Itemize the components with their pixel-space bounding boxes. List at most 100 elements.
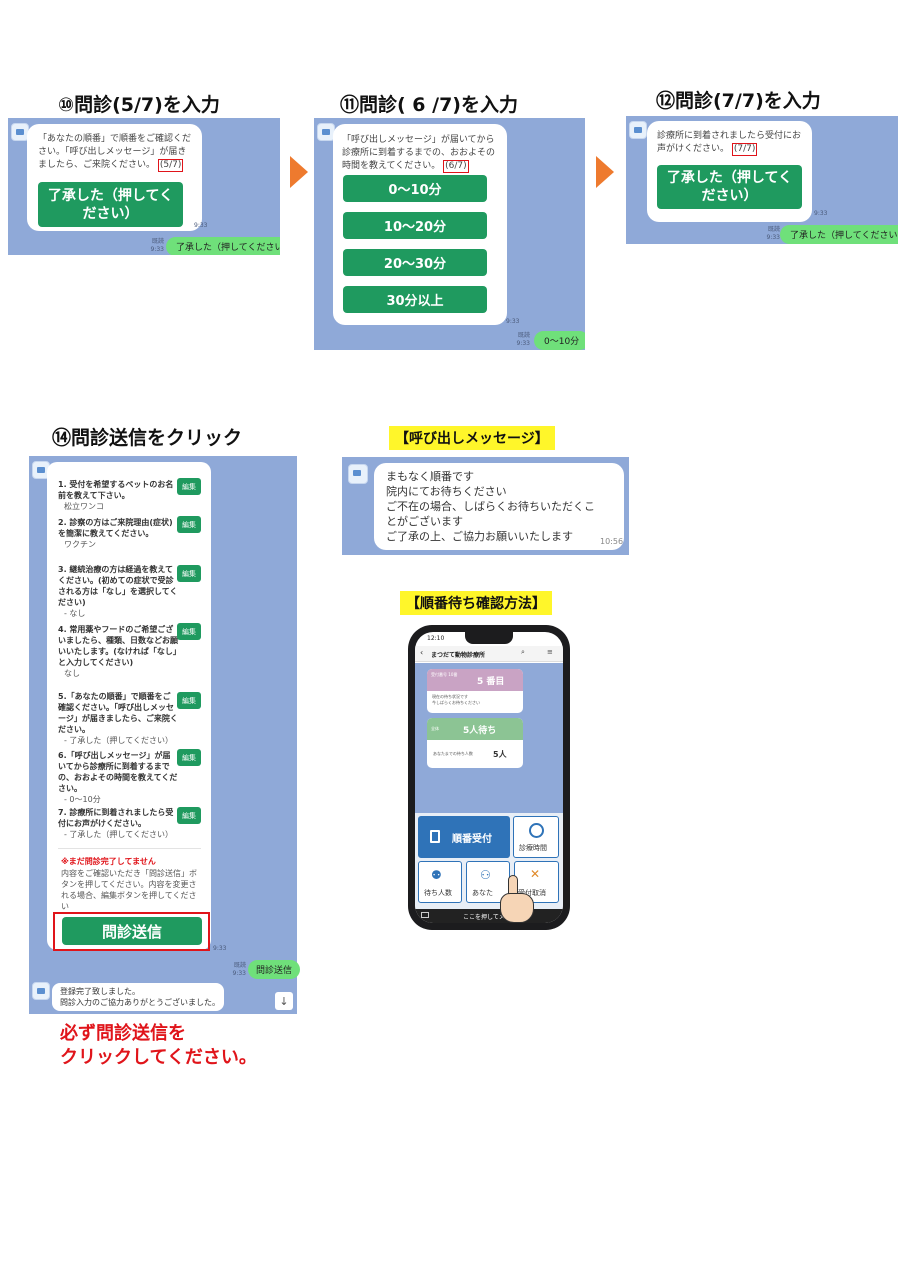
question-item-3: 3. 継続治療の方は経過を教えてください。(初めての症状で受診される方は「なし」… (58, 565, 178, 618)
pointing-hand-icon (496, 875, 536, 927)
step12-title: ⑫問診(7/7)を入力 (656, 90, 821, 112)
card2-value: 5人待ち (463, 726, 497, 736)
menu-icon[interactable]: ≡ (547, 648, 553, 656)
edit-button[interactable]: 編集 (177, 807, 201, 824)
message-time: 9:33 (194, 222, 208, 229)
menu-queue-button[interactable]: 順番受付 (418, 816, 510, 858)
message-time: 9:33 (213, 945, 227, 952)
progress-tag: (6/7) (443, 160, 469, 173)
message-bubble: 診療所に到着されましたら受付にお声がけください。 (7/7) 了承した（押してく… (647, 121, 812, 222)
rich-menu: 順番受付 診療時間 ⚉ 待ち人数 ⚇ あなた ✕ 受付取消 (415, 813, 563, 909)
message-time: 9:33 (814, 210, 828, 217)
message-time: 9:33 (506, 318, 520, 325)
status-time: 12:10 (427, 635, 445, 642)
menu-yours-label: あなた (472, 889, 493, 897)
option-0-10-button[interactable]: 0～10分 (343, 175, 487, 202)
edit-button[interactable]: 編集 (177, 516, 201, 533)
read-receipt: 既読 9:33 (150, 238, 164, 253)
clinic-avatar (629, 121, 647, 139)
message-text: 診療所に到着されましたら受付にお声がけください。 (657, 131, 802, 154)
next-arrow-icon (290, 156, 308, 188)
step10-title: ⑩問診(5/7)を入力 (58, 94, 220, 116)
back-icon[interactable]: ‹ (420, 648, 424, 657)
chat-panel-step12: 診療所に到着されましたら受付にお声がけください。 (7/7) 了承した（押してく… (626, 116, 898, 244)
clinic-avatar (32, 982, 50, 1000)
card2-sub: あなたまでの待ち人数 (433, 751, 473, 756)
read-receipt: 既読 9:33 (766, 226, 780, 241)
phone-screen: 12:10 ‹ まつだて動物診療所 ⌕ ≡ 受付番号 10番 5 番目 現在の待… (415, 632, 563, 923)
question-item-6: 6.「呼び出しメッセージ」が届いてから診療所に到着するまでの、おおよその時間を教… (58, 751, 178, 804)
phone-mockup: 12:10 ‹ まつだて動物診療所 ⌕ ≡ 受付番号 10番 5 番目 現在の待… (408, 625, 570, 930)
submit-questionnaire-button[interactable]: 問診送信 (62, 917, 202, 945)
warning-body: 内容をご確認いただき「問診送信」ボタンを押してください。内容を変更される場合、編… (61, 869, 197, 911)
menu-cancel-label: 受付取消 (518, 889, 546, 897)
menu-wait-button[interactable]: ⚉ 待ち人数 (418, 861, 462, 903)
option-30plus-button[interactable]: 30分以上 (343, 286, 487, 313)
edit-button[interactable]: 編集 (177, 565, 201, 582)
chat-panel-step10: 「あなたの順番」で順番をご確認ください。「呼び出しメッセージ」が届きましたら、ご… (8, 118, 280, 255)
next-arrow-icon (596, 156, 614, 188)
message-time: 10:56 (600, 537, 624, 546)
message-text: 「あなたの順番」で順番をご確認ください。「呼び出しメッセージ」が届きましたら、ご… (38, 134, 192, 170)
call-message-panel: まもなく順番です 院内にてお待ちください ご不在の場合、しばらくお待ちいただくこ… (342, 457, 629, 555)
option-20-30-button[interactable]: 20～30分 (343, 249, 487, 276)
question-item-5: 5.「あなたの順番」で順番をご確認ください。「呼び出しメッセージ」が届きましたら… (58, 692, 178, 745)
progress-tag: (5/7) (157, 159, 184, 172)
wait-card-1: 受付番号 10番 5 番目 現在の待ち状況です 今しばらくお待ちください (427, 669, 523, 713)
clinic-avatar (348, 464, 368, 484)
step14-title: ⑭問診送信をクリック (52, 427, 243, 449)
app-header: ‹ まつだて動物診療所 ⌕ ≡ (415, 646, 563, 662)
bottom-label: ここを押してメ (463, 914, 505, 921)
call-message-bubble: まもなく順番です 院内にてお待ちください ご不在の場合、しばらくお待ちいただくこ… (374, 463, 624, 550)
reply-bubble: 0～10分 (534, 331, 585, 350)
submit-instruction-note: 必ず問診送信を クリックしてください。 (60, 1023, 257, 1068)
bottom-bar[interactable]: ここを押してメ (415, 909, 563, 923)
card2-label: 全体 (431, 726, 439, 731)
edit-button[interactable]: 編集 (177, 749, 201, 766)
acknowledge-button[interactable]: 了承した（押してください） (657, 165, 802, 209)
chat-panel-step11: 「呼び出しメッセージ」が届いてから診療所に到着するまでの、おおよその時間を教えて… (314, 118, 585, 350)
warning-title: ※まだ問診完了してません (61, 857, 156, 866)
divider (58, 848, 201, 849)
search-icon[interactable]: ⌕ (521, 648, 525, 656)
progress-tag: (7/7) (731, 143, 758, 156)
wait-card-2: 全体 5人待ち あなたまでの待ち人数 5人 (427, 718, 523, 768)
submit-highlight-frame (53, 912, 210, 951)
list-icon (430, 830, 440, 843)
question-item-2: 2. 診察の方はご来院理由(症状)を簡潔に教えてください。ワクチン (58, 518, 173, 549)
menu-hours-button[interactable]: 診療時間 (513, 816, 559, 858)
step11-title: ⑪問診( 6 /7)を入力 (340, 94, 518, 116)
people-icon: ⚉ (431, 868, 442, 882)
reply-bubble: 了承した（押してください） (166, 237, 280, 255)
scroll-down-icon[interactable]: ↓ (275, 992, 293, 1010)
call-message-text: まもなく順番です 院内にてお待ちください ご不在の場合、しばらくお待ちいただくこ… (386, 470, 595, 543)
chat-area: 受付番号 10番 5 番目 現在の待ち状況です 今しばらくお待ちください 全体 … (415, 663, 563, 813)
phone-guide-label: 【順番待ち確認方法】 (400, 591, 552, 615)
option-10-20-button[interactable]: 10～20分 (343, 212, 487, 239)
read-receipt: 既読 9:33 (232, 962, 246, 977)
acknowledge-button[interactable]: 了承した（押してください） (38, 182, 183, 227)
cancel-icon: ✕ (530, 867, 541, 881)
clinic-name: まつだて動物診療所 (431, 652, 486, 659)
question-item-7: 7. 診療所に到着されましたら受付にお声がけください。- 了承した（押してくださ… (58, 808, 174, 839)
card1-value: 5 番目 (477, 677, 505, 687)
phone-notch (465, 632, 513, 644)
menu-wait-label: 待ち人数 (424, 889, 452, 897)
message-text: 「呼び出しメッセージ」が届いてから診療所に到着するまでの、おおよその時間を教えて… (342, 135, 496, 171)
done-message-bubble: 登録完了致しました。 問診入力のご協力ありがとうございました。 (52, 983, 224, 1011)
question-item-1: 1. 受付を希望するペットのお名前を教えて下さい。松立ワンコ (58, 480, 174, 511)
reply-bubble: 了承した（押してください） (780, 225, 898, 244)
edit-button[interactable]: 編集 (177, 478, 201, 495)
menu-hours-label: 診療時間 (519, 844, 547, 852)
done-message-text: 登録完了致しました。 問診入力のご協力ありがとうございました。 (60, 987, 220, 1007)
question-item-4: 4. 常用薬やフードのご希望ございましたら、種類、日数などお願いいたします。(な… (58, 625, 178, 678)
edit-button[interactable]: 編集 (177, 692, 201, 709)
edit-button[interactable]: 編集 (177, 623, 201, 640)
read-receipt: 既読 9:33 (516, 332, 530, 347)
call-message-label: 【呼び出しメッセージ】 (389, 426, 555, 450)
message-bubble: 「呼び出しメッセージ」が届いてから診療所に到着するまでの、おおよその時間を教えて… (333, 124, 507, 325)
card2-sub-value: 5人 (493, 750, 507, 759)
message-bubble: 「あなたの順番」で順番をご確認ください。「呼び出しメッセージ」が届きましたら、ご… (27, 124, 202, 231)
menu-main-label: 順番受付 (452, 834, 492, 845)
clock-icon (529, 823, 544, 838)
